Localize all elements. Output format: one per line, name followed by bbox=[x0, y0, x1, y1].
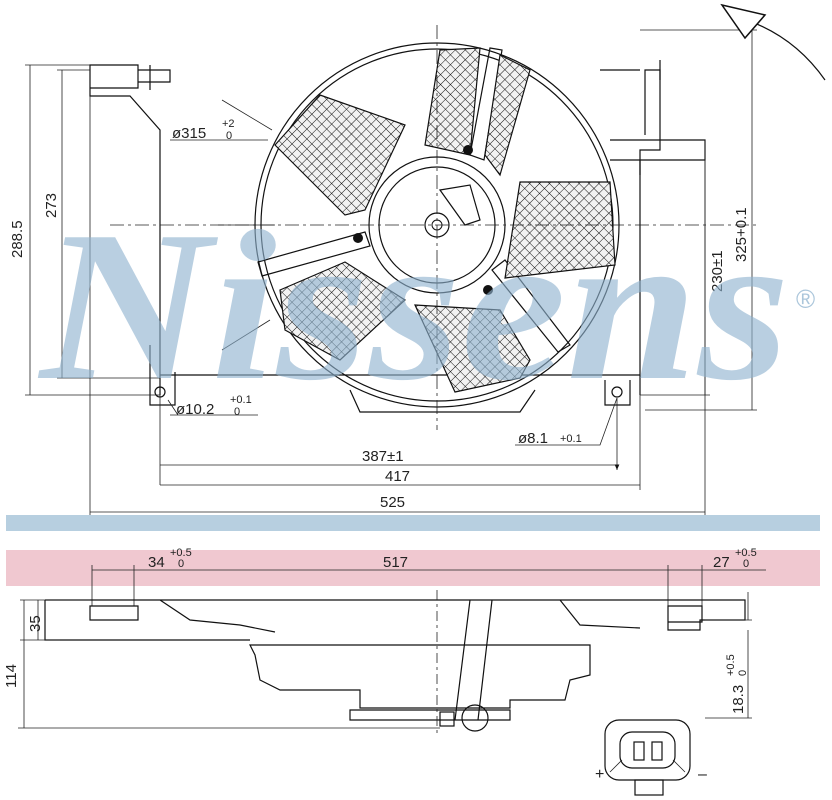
left-hole-tol-up: +0.1 bbox=[230, 394, 252, 406]
dim-line-288 bbox=[25, 64, 160, 396]
side-shroud bbox=[44, 599, 746, 641]
width-525-label: 525 bbox=[380, 494, 405, 511]
screw bbox=[353, 233, 363, 243]
screw bbox=[483, 285, 493, 295]
spoke bbox=[469, 47, 503, 161]
front-view bbox=[25, 3, 826, 516]
screw bbox=[463, 145, 473, 155]
width-417-label: 417 bbox=[385, 468, 410, 485]
fan-diameter-tol-up: +2 bbox=[222, 118, 235, 130]
polarity-leaders bbox=[609, 759, 686, 773]
height-230-label: 230±1 bbox=[709, 250, 726, 292]
dim-line-18 bbox=[705, 592, 752, 719]
width-27-label: 27 bbox=[713, 554, 730, 571]
registered-mark: ® bbox=[796, 284, 815, 314]
height-273-label: 273 bbox=[43, 193, 60, 218]
width-34-label: 34 bbox=[148, 554, 165, 571]
height-288-label: 288.5 bbox=[9, 220, 26, 258]
right-mount bbox=[610, 60, 706, 175]
blade bbox=[504, 181, 616, 279]
connector-socket bbox=[619, 731, 676, 769]
right-hole-leader bbox=[515, 397, 618, 446]
electrical-connector: + – bbox=[595, 719, 707, 796]
dim-line-325 bbox=[640, 29, 757, 411]
ring-bottom-tab bbox=[349, 389, 536, 413]
blade bbox=[274, 94, 406, 216]
side-shaft bbox=[454, 599, 493, 721]
separator-band-blue bbox=[6, 515, 820, 531]
right-mount-bracket bbox=[604, 380, 631, 406]
connector-pin bbox=[651, 741, 663, 761]
height-18-label: 18.3 bbox=[730, 685, 747, 714]
height-325-label: 325+0.1 bbox=[733, 207, 750, 262]
dim-line-114 bbox=[18, 600, 440, 729]
blade bbox=[424, 47, 481, 156]
left-hole-tol-lo: 0 bbox=[234, 406, 240, 418]
right-hole-tol: +0.1 bbox=[560, 433, 582, 445]
left-hole-leader bbox=[167, 399, 258, 416]
blade bbox=[279, 261, 406, 361]
left-mount-bracket bbox=[149, 345, 176, 406]
width-517-label: 517 bbox=[383, 554, 408, 571]
side-motor bbox=[249, 644, 591, 721]
dim-line-525 bbox=[89, 96, 706, 516]
connector-body bbox=[604, 719, 691, 781]
front-dimension-labels: ø315 +2 0 ø10.2 +0.1 0 ø8.1 +0.1 288.5 2… bbox=[9, 118, 750, 511]
spoke bbox=[257, 231, 371, 277]
side-dimension-labels: 34 +0.5 0 517 27 +0.5 0 35 114 18.3 +0.5… bbox=[3, 547, 757, 714]
rotation-arrow-head-icon bbox=[720, 3, 767, 40]
fan-diameter-tol-lo: 0 bbox=[226, 130, 232, 142]
right-hole-diameter: ø8.1 bbox=[518, 430, 548, 447]
motor-connector bbox=[438, 184, 481, 226]
blade bbox=[414, 304, 531, 393]
dim-line-517 bbox=[91, 565, 766, 606]
side-shaft-end bbox=[461, 704, 489, 732]
minus-terminal-label: – bbox=[698, 766, 707, 783]
right-mount-hole bbox=[611, 386, 623, 398]
dim-line-417 bbox=[160, 395, 641, 490]
plus-terminal-label: + bbox=[595, 766, 604, 783]
height-18-tol-up: +0.5 bbox=[725, 654, 737, 676]
width-27-tol-up: +0.5 bbox=[735, 547, 757, 559]
height-18-tol-lo: 0 bbox=[737, 670, 749, 676]
side-connector bbox=[439, 711, 455, 727]
dim-line-273 bbox=[57, 69, 160, 379]
width-34-tol-lo: 0 bbox=[178, 558, 184, 570]
width-34-tol-up: +0.5 bbox=[170, 547, 192, 559]
brand-watermark: Nissens bbox=[38, 186, 790, 425]
dim-line-387 bbox=[159, 395, 617, 485]
connector-latch bbox=[634, 779, 664, 796]
spoke bbox=[491, 259, 571, 353]
shroud-outline bbox=[89, 64, 661, 395]
diameter-leaders bbox=[218, 99, 275, 351]
width-27-tol-lo: 0 bbox=[743, 558, 749, 570]
side-view bbox=[18, 565, 766, 735]
fan-diameter-label: ø315 bbox=[172, 125, 206, 142]
left-hole-diameter: ø10.2 bbox=[176, 401, 214, 418]
dim-line-35 bbox=[20, 599, 90, 641]
width-387-label: 387±1 bbox=[362, 448, 404, 465]
height-35-label: 35 bbox=[27, 615, 44, 632]
height-114-label: 114 bbox=[3, 664, 20, 688]
connector-pin bbox=[633, 741, 645, 761]
blade bbox=[484, 54, 531, 177]
separator-band-pink bbox=[6, 550, 820, 586]
